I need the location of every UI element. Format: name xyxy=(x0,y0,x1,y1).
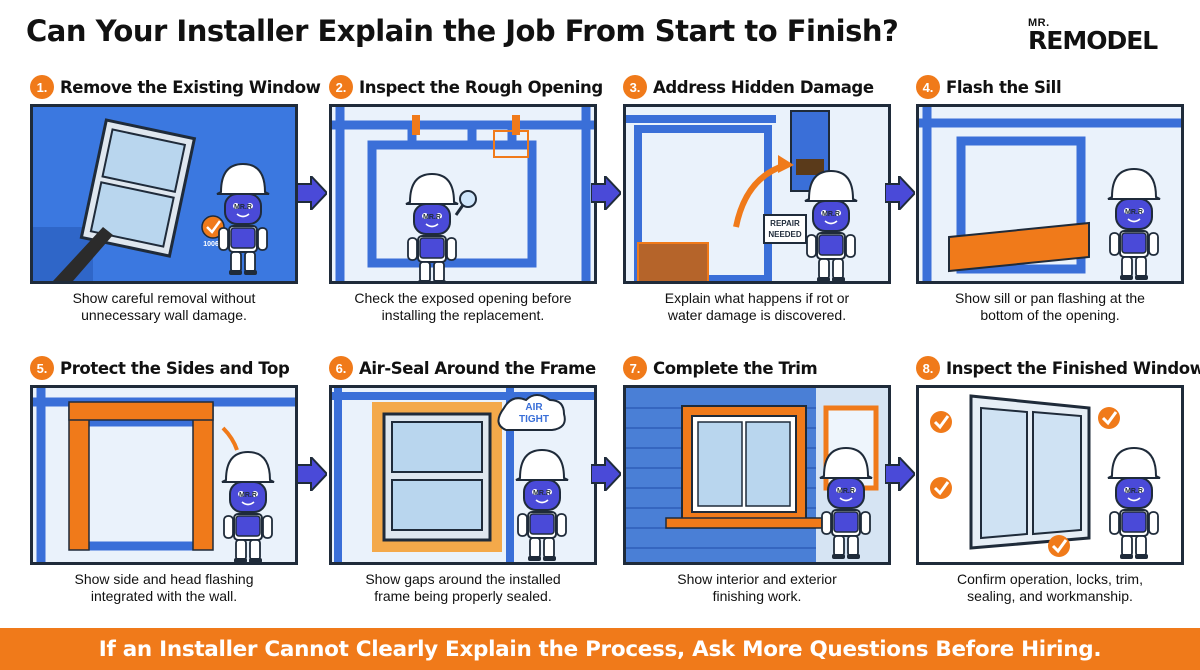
robot-label: MR.R xyxy=(1125,488,1143,495)
step-card-6: 6. Air-Seal Around the Frame AIR TIGHT M… xyxy=(329,355,597,637)
step-number-badge: 8. xyxy=(916,356,940,380)
step-title: Inspect the Rough Opening xyxy=(359,77,603,97)
step-card-8: 8. Inspect the Finished Window xyxy=(916,355,1200,637)
caption-line-2: frame being properly sealed. xyxy=(374,588,552,604)
step-title: Flash the Sill xyxy=(946,77,1062,97)
step-card-5: 5. Protect the Sides and Top MR.R Show s… xyxy=(30,355,298,637)
step-card-4: 4. Flash the Sill MR.R Show sill or pan … xyxy=(916,74,1184,356)
step-card-7: 7. Complete the Trim MR.R Show interior … xyxy=(623,355,891,637)
caption-line-2: bottom of the opening. xyxy=(980,307,1120,323)
caption-line-1: Explain what happens if rot or xyxy=(664,290,850,306)
caption-line-2: finishing work. xyxy=(712,588,802,604)
step-header: 1. Remove the Existing Window xyxy=(30,74,321,100)
step-number-badge: 2. xyxy=(329,75,353,99)
step-caption: Show sill or pan flashing at the bottom … xyxy=(916,290,1184,324)
cloud-line-1: AIR xyxy=(525,402,543,413)
robot-label: MR.R xyxy=(533,490,551,497)
caption-line-1: Show interior and exterior xyxy=(677,571,837,587)
next-arrow-icon xyxy=(591,457,621,491)
step-title: Address Hidden Damage xyxy=(653,77,874,97)
logo-wordmark: REMODEL xyxy=(1028,26,1158,55)
checkmark-icon xyxy=(930,411,952,433)
step-title: Protect the Sides and Top xyxy=(60,358,290,378)
caption-line-1: Show careful removal without xyxy=(72,290,256,306)
caption-line-1: Confirm operation, locks, trim, xyxy=(957,571,1143,587)
step-caption: Show gaps around the installed frame bei… xyxy=(329,571,597,605)
page-title: Can Your Installer Explain the Job From … xyxy=(26,14,899,48)
next-arrow-icon xyxy=(885,457,915,491)
step-card-1: 1. Remove the Existing Window 10068 MR.R… xyxy=(30,74,321,356)
checkmark-icon xyxy=(1098,407,1120,429)
rough-opening-illustration: MR.R xyxy=(329,104,597,284)
step-title: Air-Seal Around the Frame xyxy=(359,358,596,378)
step-title: Inspect the Finished Window xyxy=(946,358,1200,378)
caption-line-1: Show side and head flashing xyxy=(74,571,254,587)
next-arrow-icon xyxy=(591,176,621,210)
robot-label: MR.R xyxy=(239,492,257,499)
logo-prefix: MR. xyxy=(1028,17,1050,29)
sill-flashing-illustration: MR.R xyxy=(916,104,1184,284)
robot-label: MR.R xyxy=(1125,209,1143,216)
caption-line-1: Show sill or pan flashing at the xyxy=(955,290,1145,306)
air-seal-illustration: AIR TIGHT MR.R xyxy=(329,385,597,565)
robot-label: MR.R xyxy=(822,211,840,218)
caption-line-2: integrated with the wall. xyxy=(90,588,238,604)
finished-window-illustration: MR.R xyxy=(916,385,1184,565)
step-caption: Confirm operation, locks, trim, sealing,… xyxy=(916,571,1184,605)
step-number-badge: 6. xyxy=(329,356,353,380)
tag-number: 10068 xyxy=(203,241,223,248)
sign-line-1: REPAIR xyxy=(770,219,800,228)
caption-line-2: sealing, and workmanship. xyxy=(967,588,1133,604)
caption-line-2: installing the replacement. xyxy=(381,307,545,323)
footer-text: If an Installer Cannot Clearly Explain t… xyxy=(98,636,1102,662)
step-card-3: 3. Address Hidden Damage REPAIR NEEDED M… xyxy=(623,74,891,356)
step-header: 4. Flash the Sill xyxy=(916,74,1184,100)
next-arrow-icon xyxy=(297,457,327,491)
step-header: 8. Inspect the Finished Window xyxy=(916,355,1200,381)
step-caption: Explain what happens if rot or water dam… xyxy=(623,290,891,324)
step-caption: Show careful removal without unnecessary… xyxy=(30,290,298,324)
step-number-badge: 4. xyxy=(916,75,940,99)
trim-illustration: MR.R xyxy=(623,385,891,565)
step-number-badge: 7. xyxy=(623,356,647,380)
side-head-flashing-illustration: MR.R xyxy=(30,385,298,565)
robot-label: MR.R xyxy=(837,488,855,495)
caption-line-2: water damage is discovered. xyxy=(667,307,847,323)
window-removal-illustration: 10068 MR.R xyxy=(30,104,298,284)
robot-label: MR.R xyxy=(234,204,252,211)
cloud-line-2: TIGHT xyxy=(519,414,549,425)
robot-label: MR.R xyxy=(423,214,441,221)
step-number-badge: 5. xyxy=(30,356,54,380)
hidden-damage-illustration: REPAIR NEEDED MR.R xyxy=(623,104,891,284)
caption-line-1: Show gaps around the installed xyxy=(365,571,561,587)
checkmark-icon xyxy=(930,477,952,499)
step-title: Complete the Trim xyxy=(653,358,818,378)
caption-line-2: unnecessary wall damage. xyxy=(81,307,247,323)
sign-line-2: NEEDED xyxy=(768,230,802,239)
step-header: 2. Inspect the Rough Opening xyxy=(329,74,603,100)
step-number-badge: 3. xyxy=(623,75,647,99)
footer-banner: If an Installer Cannot Clearly Explain t… xyxy=(0,628,1200,670)
brand-logo: MR. REMODEL xyxy=(1028,17,1178,57)
step-caption: Check the exposed opening before install… xyxy=(329,290,597,324)
step-number-badge: 1. xyxy=(30,75,54,99)
next-arrow-icon xyxy=(297,176,327,210)
caption-line-1: Check the exposed opening before xyxy=(354,290,572,306)
step-card-2: 2. Inspect the Rough Opening MR.R Chec xyxy=(329,74,603,356)
checkmark-icon xyxy=(1048,535,1070,557)
step-header: 3. Address Hidden Damage xyxy=(623,74,891,100)
step-header: 6. Air-Seal Around the Frame xyxy=(329,355,597,381)
step-caption: Show interior and exterior finishing wor… xyxy=(623,571,891,605)
step-header: 7. Complete the Trim xyxy=(623,355,891,381)
step-header: 5. Protect the Sides and Top xyxy=(30,355,298,381)
step-caption: Show side and head flashing integrated w… xyxy=(30,571,298,605)
step-title: Remove the Existing Window xyxy=(60,77,321,97)
next-arrow-icon xyxy=(885,176,915,210)
